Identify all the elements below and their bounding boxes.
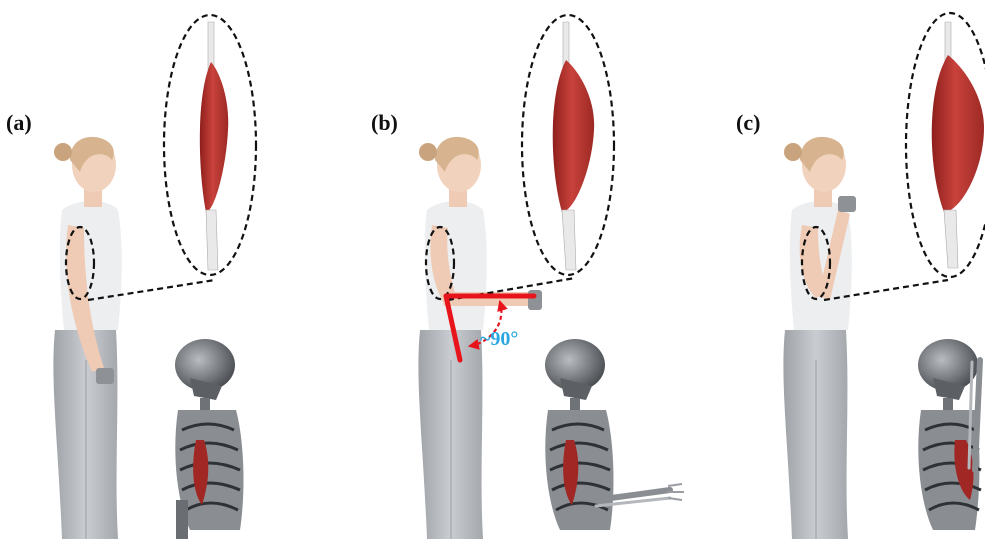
skeleton-b [545, 339, 684, 530]
woman-figure-c [783, 137, 856, 539]
skeleton-a [175, 339, 243, 539]
biceps-muscle-a [200, 22, 228, 270]
woman-figure-a [53, 137, 121, 539]
angle-label: ~90° [480, 328, 518, 351]
skeleton-c [918, 339, 981, 530]
biceps-muscle-c [932, 22, 984, 268]
biceps-muscle-b [553, 22, 594, 270]
